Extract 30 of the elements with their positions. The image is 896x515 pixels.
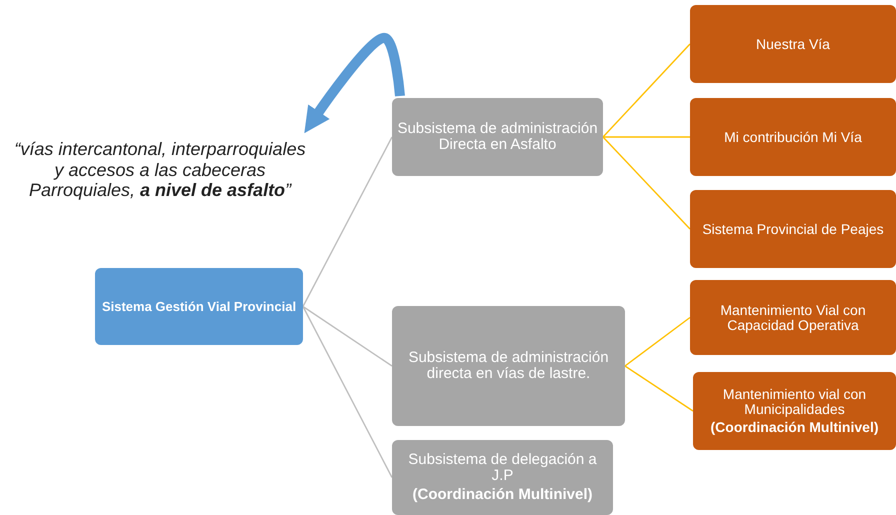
box-label: Subsistema de administración Directa en Asfalto xyxy=(396,121,599,153)
box-label: Mi contribución Mi Vía xyxy=(724,130,862,144)
connector-line xyxy=(302,306,393,478)
box-label: Subsistema de delegación a J.P xyxy=(407,452,598,484)
curved-arrow xyxy=(304,33,405,134)
program-box xyxy=(690,280,896,355)
root-box xyxy=(95,268,303,345)
box-label: Sistema Gestión Vial Provincial xyxy=(102,300,296,314)
quote-text: “vías intercantonal, interparroquiales y accesos a las cabeceras Parroquiales, a nivel de asfalto” xyxy=(13,138,307,202)
note-text: (Coordinación Multinivel) xyxy=(412,486,592,503)
box-label: Subsistema de administración directa en vías de lastre. xyxy=(407,350,610,382)
box-label: Sistema Provincial de Peajes xyxy=(702,222,884,236)
program-box xyxy=(690,190,896,268)
program-box xyxy=(690,98,896,176)
note-text: (Coordinación Multinivel) xyxy=(710,420,878,435)
connector-line xyxy=(302,306,392,367)
program-box xyxy=(690,5,896,83)
connector-line xyxy=(624,365,694,412)
connector-line xyxy=(603,136,690,138)
connector-line xyxy=(302,136,393,307)
connector-line xyxy=(602,136,690,230)
box-label: Nuestra Vía xyxy=(756,36,830,52)
subsystem-box xyxy=(392,306,625,426)
subsystem-box xyxy=(392,440,613,515)
box-label: Mantenimiento vial con Municipalidades xyxy=(722,387,868,417)
box-label: Mantenimiento Vial con Capacidad Operativa xyxy=(719,302,867,332)
connector-line xyxy=(624,316,690,367)
program-box xyxy=(693,372,896,450)
subsystem-box xyxy=(392,98,603,176)
connector-line xyxy=(602,44,691,138)
